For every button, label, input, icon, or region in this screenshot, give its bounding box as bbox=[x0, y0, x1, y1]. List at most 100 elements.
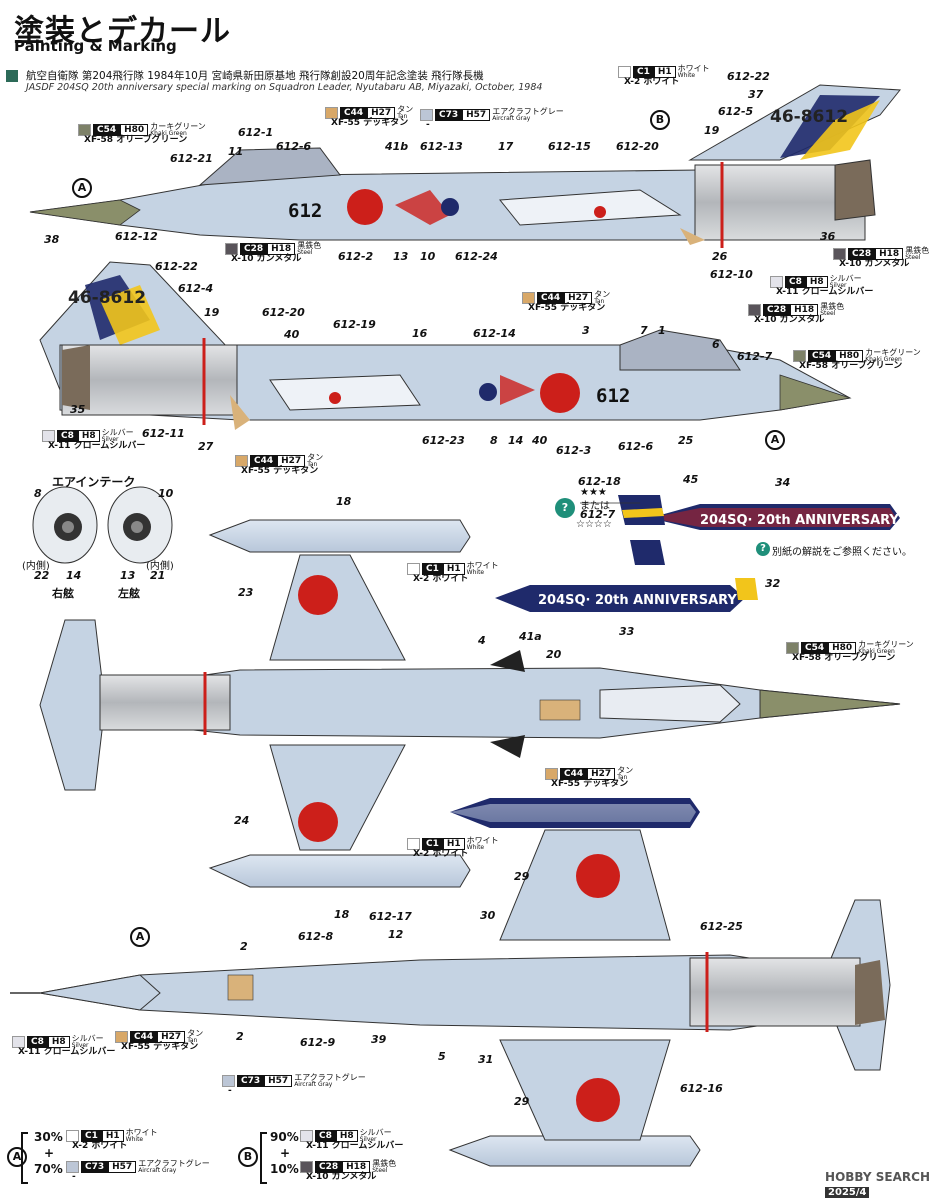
intake-21: 21 bbox=[150, 569, 166, 582]
tank-text-2: 204SQ· 20th ANNIVERSARY bbox=[538, 593, 737, 608]
callout: 612-17 bbox=[369, 910, 412, 923]
callout: 29 bbox=[514, 870, 530, 883]
callout: 23 bbox=[238, 586, 254, 599]
help-icon: ? bbox=[555, 498, 575, 518]
intake-right: 右舷 bbox=[52, 587, 74, 600]
callout: 612-14 bbox=[473, 327, 516, 340]
ref-a-1: A bbox=[72, 178, 92, 198]
callout: 612-9 bbox=[300, 1036, 336, 1049]
callout: 612-23 bbox=[422, 434, 465, 447]
tail-serial-2: 46-8612 bbox=[68, 288, 146, 308]
callout: 40 bbox=[284, 328, 300, 341]
callout: 612-7 bbox=[737, 350, 773, 363]
callout: 612-3 bbox=[556, 444, 592, 457]
callout: 31 bbox=[478, 1053, 494, 1066]
callout: 612-22 bbox=[727, 70, 770, 83]
callout: 41a bbox=[519, 630, 542, 643]
callout: 33 bbox=[619, 625, 635, 638]
intake-14: 14 bbox=[66, 569, 82, 582]
callout: 6 bbox=[712, 338, 720, 351]
callout: 612-16 bbox=[680, 1082, 723, 1095]
callout: 13 bbox=[393, 250, 409, 263]
nose-number-2: 612 bbox=[596, 385, 630, 407]
help-icon-small: ? bbox=[756, 542, 770, 556]
callout: 37 bbox=[748, 88, 764, 101]
ref-b-1: B bbox=[650, 110, 670, 130]
callout: 27 bbox=[198, 440, 214, 453]
callout: 29 bbox=[514, 1095, 530, 1108]
callout: 612-5 bbox=[718, 105, 754, 118]
callout: 7 bbox=[640, 324, 648, 337]
mix-b-plus: + bbox=[280, 1146, 291, 1160]
callout: 612-1 bbox=[238, 126, 274, 139]
callout: 612-10 bbox=[710, 268, 753, 281]
callout: 5 bbox=[438, 1050, 446, 1063]
callout: 38 bbox=[44, 233, 60, 246]
ref-b-mix: B bbox=[238, 1147, 258, 1167]
callout: 2 bbox=[236, 1030, 244, 1043]
ref-a-mix: A bbox=[7, 1147, 27, 1167]
callout: 11 bbox=[228, 145, 244, 158]
callout: 612-13 bbox=[420, 140, 463, 153]
tail-serial-1: 46-8612 bbox=[770, 107, 848, 127]
decal-tanks: 204SQ· 20th ANNIVERSARY 204SQ· 20th ANNI… bbox=[495, 495, 900, 612]
callout: 612-25 bbox=[700, 920, 743, 933]
callout: 19 bbox=[204, 306, 220, 319]
bottom-view bbox=[10, 798, 891, 1167]
callout: 26 bbox=[712, 250, 728, 263]
decal-stars-a: ★★★ bbox=[580, 487, 607, 498]
top-view bbox=[39, 519, 901, 888]
page-title: 塗装とデカール bbox=[14, 14, 231, 49]
callout: 10 bbox=[420, 250, 436, 263]
callout: 612-6 bbox=[276, 140, 312, 153]
intake-22: 22 bbox=[34, 569, 50, 582]
callout: 36 bbox=[820, 230, 836, 243]
watermark-text: HOBBY SEARCH bbox=[825, 1170, 930, 1184]
callout: 12 bbox=[388, 928, 404, 941]
callout: 18 bbox=[334, 908, 350, 921]
ref-a-3: A bbox=[130, 927, 150, 947]
swatch bbox=[618, 66, 631, 78]
intake-13: 13 bbox=[120, 569, 136, 582]
callout: 612-4 bbox=[178, 282, 214, 295]
tank-text-1: 204SQ· 20th ANNIVERSARY bbox=[700, 513, 899, 528]
callout: 1 bbox=[658, 324, 666, 337]
callout: 8 bbox=[490, 434, 498, 447]
caption-jp: 航空自衛隊 第204飛行隊 1984年10月 宮崎県新田原基地 飛行隊創設20周… bbox=[26, 70, 484, 82]
callout: 2 bbox=[240, 940, 248, 953]
callout: 25 bbox=[678, 434, 694, 447]
intake-left: 左舷 bbox=[118, 587, 140, 600]
caption-en: JASDF 204SQ 20th anniversary special mar… bbox=[26, 82, 543, 93]
callout: 41b bbox=[385, 140, 409, 153]
callout: 14 bbox=[508, 434, 524, 447]
callout: 612-6 bbox=[618, 440, 654, 453]
callout: 17 bbox=[498, 140, 514, 153]
intake-title: エアインテーク bbox=[52, 475, 136, 489]
callout: 4 bbox=[478, 634, 486, 647]
callout: 612-21 bbox=[170, 152, 213, 165]
date-stamp: 2025/4 bbox=[825, 1187, 870, 1198]
decal-or: または bbox=[580, 501, 610, 512]
decal-stars-b: ☆☆☆☆ bbox=[576, 519, 612, 530]
callout: 612-24 bbox=[455, 250, 498, 263]
callout: 612-11 bbox=[142, 427, 185, 440]
